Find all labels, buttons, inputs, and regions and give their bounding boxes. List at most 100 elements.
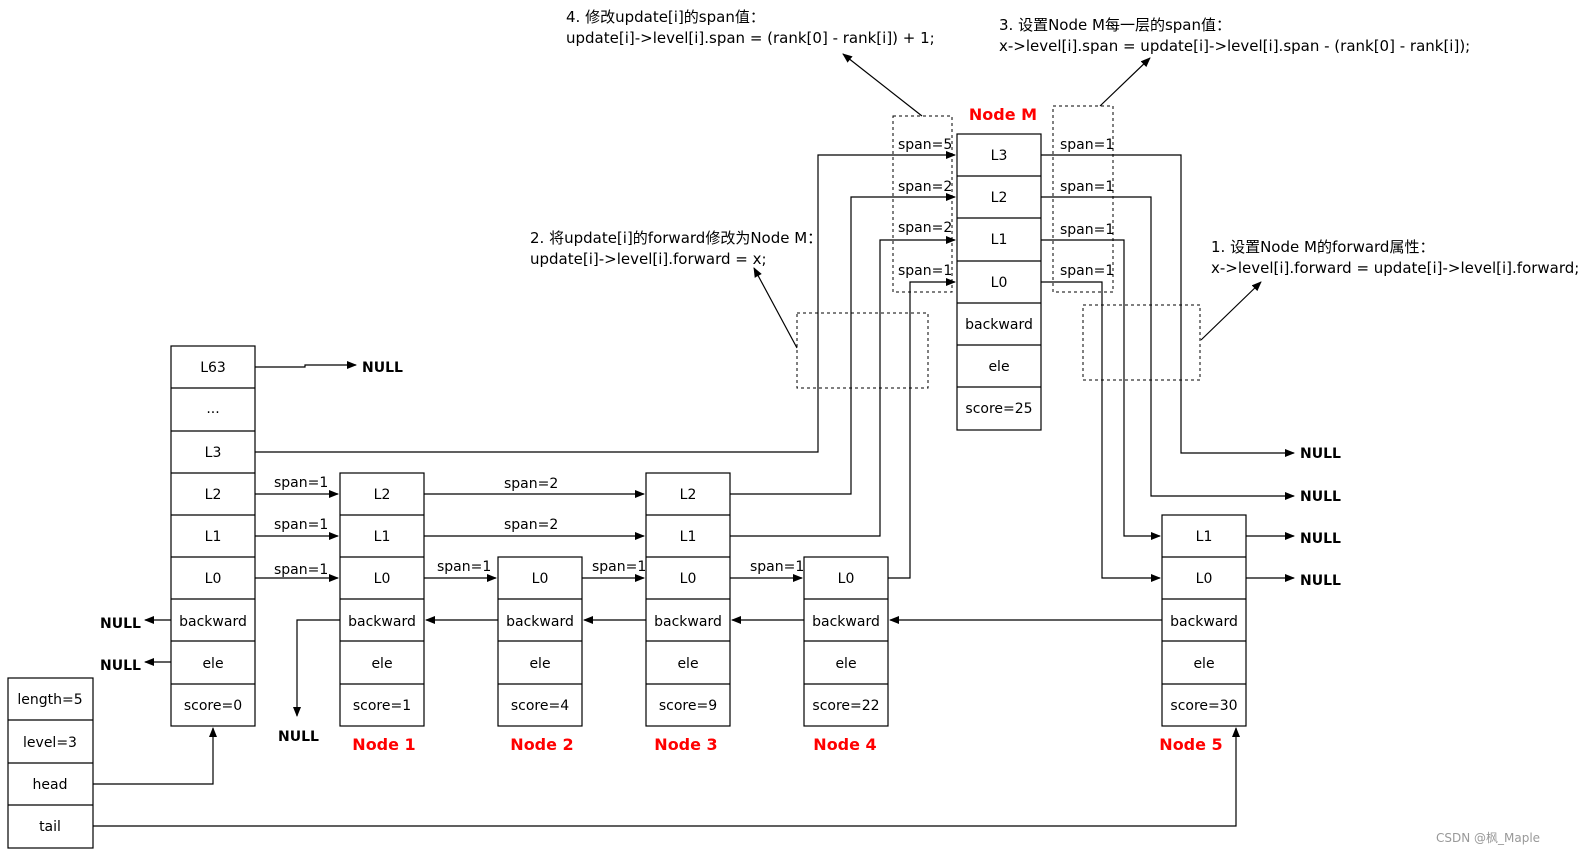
head-pointer [93, 727, 217, 785]
step4-pointer [842, 53, 923, 117]
node1-cell-backward: backward [348, 614, 416, 630]
node4-cell-l0: L0 [838, 571, 855, 587]
node4-cell-ele: ele [835, 656, 856, 672]
node3-cell-l1: L1 [680, 529, 697, 545]
step2-code: update[i]->level[i].forward = x; [530, 250, 767, 268]
node3-cell-score: score=9 [659, 698, 717, 714]
span-m-out-l0: span=1 [1060, 263, 1114, 279]
list-tail: tail [39, 819, 61, 835]
header-cell-l3: L3 [205, 445, 222, 461]
null-header-backward: NULL [100, 616, 141, 632]
node5 [1161, 514, 1247, 727]
step1-pointer [1200, 281, 1262, 341]
nodeM-cell-backward: backward [965, 317, 1033, 333]
node1-backward [293, 619, 340, 717]
node5-cell-l0: L0 [1196, 571, 1213, 587]
step2-pointer [753, 267, 798, 349]
node1-cell-score: score=1 [353, 698, 411, 714]
node5-cell-ele: ele [1193, 656, 1214, 672]
nodeM-cell-l1: L1 [991, 232, 1008, 248]
node4-cell-backward: backward [812, 614, 880, 630]
header-cell-l0: L0 [205, 571, 222, 587]
node5-cell-l1: L1 [1196, 529, 1213, 545]
header-cell-l1: L1 [205, 529, 222, 545]
nodeM-l1-forward [1041, 239, 1161, 540]
null-node1-backward: NULL [278, 729, 319, 745]
node5-cell-score: score=30 [1170, 698, 1237, 714]
nodeM-l2-forward [1041, 196, 1295, 500]
header-cell-l63: L63 [200, 360, 226, 376]
node2 [497, 556, 583, 727]
null-m-l2: NULL [1300, 489, 1341, 505]
tail-pointer [93, 727, 1240, 827]
nodeM-cell-l0: L0 [991, 275, 1008, 291]
forward-update-box [796, 312, 929, 389]
step3-code: x->level[i].span = update[i]->level[i].s… [999, 37, 1470, 55]
node1 [339, 472, 425, 727]
node4 [803, 556, 889, 727]
nodeM-cell-ele: ele [988, 359, 1009, 375]
span-m-in-l3: span=5 [898, 137, 952, 153]
null-l63: NULL [362, 360, 403, 376]
nodeM-cell-l3: L3 [991, 148, 1008, 164]
step1-code: x->level[i].forward = update[i]->level[i… [1211, 259, 1579, 277]
header-cell-l2: L2 [205, 487, 222, 503]
step4-title: 4. 修改update[i]的span值： [566, 8, 765, 26]
node1-cell-l2: L2 [374, 487, 391, 503]
node2-cell-score: score=4 [511, 698, 569, 714]
null-header-ele: NULL [100, 658, 141, 674]
node1-cell-l0: L0 [374, 571, 391, 587]
step3-title: 3. 设置Node M每一层的span值： [999, 16, 1231, 34]
nodeM-l0-forward [1041, 281, 1161, 582]
span-m-in-l1: span=2 [898, 220, 952, 236]
node3-cell-l0: L0 [680, 571, 697, 587]
node3-cell-backward: backward [654, 614, 722, 630]
node2-cell-backward: backward [506, 614, 574, 630]
list-head: head [33, 777, 68, 793]
span-m-out-l2: span=1 [1060, 179, 1114, 195]
span-header-l0: span=1 [274, 562, 328, 578]
header-cell-score: score=0 [184, 698, 242, 714]
nodeM-cell-score: score=25 [965, 401, 1032, 417]
nodeM-cell-l2: L2 [991, 190, 1008, 206]
step1-title: 1. 设置Node M的forward属性： [1211, 238, 1434, 256]
node4-cell-score: score=22 [812, 698, 879, 714]
span-m-out-l1: span=1 [1060, 222, 1114, 238]
step4-code: update[i]->level[i].span = (rank[0] - ra… [566, 29, 935, 47]
list-level: level=3 [23, 735, 77, 751]
span-node1-l1: span=2 [504, 517, 558, 533]
null-n5-l0: NULL [1300, 573, 1341, 589]
header-cell-ellipsis: ... [206, 401, 219, 417]
span-node1-l0: span=1 [437, 559, 491, 575]
header-l63-forward [255, 361, 357, 369]
span-m-in-l2: span=2 [898, 179, 952, 195]
step2-title: 2. 将update[i]的forward修改为Node M： [530, 229, 822, 247]
node3-name: Node 3 [654, 735, 717, 754]
span-m-out-l3: span=1 [1060, 137, 1114, 153]
span-new-box [1052, 105, 1114, 293]
span-m-in-l0: span=1 [898, 263, 952, 279]
node3 [645, 472, 731, 727]
node5-cell-backward: backward [1170, 614, 1238, 630]
node2-name: Node 2 [510, 735, 573, 754]
span-header-l2: span=1 [274, 475, 328, 491]
node4-l0-forward [888, 278, 956, 579]
span-node3-l0: span=1 [750, 559, 804, 575]
list-info-box [7, 677, 94, 849]
node3-l1-forward [730, 236, 956, 537]
node4-name: Node 4 [813, 735, 876, 754]
header-cell-backward: backward [179, 614, 247, 630]
span-update-box [892, 115, 953, 293]
header-l3-forward [255, 151, 956, 453]
nodeM-name: Node M [969, 105, 1037, 124]
header-cell-ele: ele [202, 656, 223, 672]
watermark: CSDN @枫_Maple [1436, 830, 1540, 845]
null-n5-l1: NULL [1300, 531, 1341, 547]
span-node1-l2: span=2 [504, 476, 558, 492]
forward-new-box [1082, 304, 1201, 381]
node2-cell-l0: L0 [532, 571, 549, 587]
node5-name: Node 5 [1159, 735, 1222, 754]
null-m-l3: NULL [1300, 446, 1341, 462]
node1-name: Node 1 [352, 735, 415, 754]
